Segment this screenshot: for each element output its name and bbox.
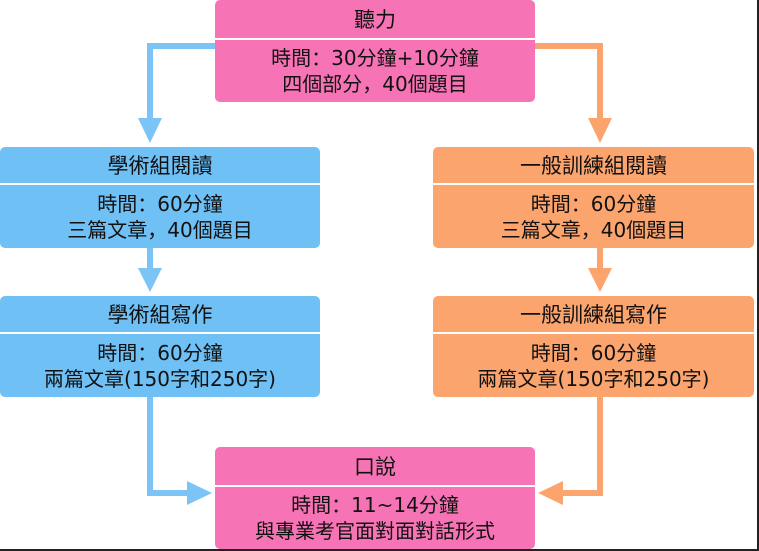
academic-writing-time: 時間：60分鐘 — [97, 340, 223, 365]
arrowhead-speaking-right — [538, 481, 563, 505]
speaking-details: 時間：11~14分鐘 與專業考官面對面對話形式 — [215, 487, 535, 549]
academic-reading-time: 時間：60分鐘 — [97, 191, 223, 216]
listening-divider — [215, 38, 535, 40]
general-reading-divider — [433, 183, 754, 185]
academic-writing-title: 學術組寫作 — [107, 303, 213, 327]
academic-writing-divider — [0, 332, 320, 334]
general-writing-structure: 兩篇文章(150字和250字) — [477, 366, 710, 391]
arrowhead-general-writing — [588, 268, 612, 292]
speaking-format: 與專業考官面對面對話形式 — [255, 519, 495, 543]
general-reading-title: 一般訓練組閱讀 — [520, 154, 667, 178]
listening-time: 時間：30分鐘+10分鐘 — [271, 46, 479, 70]
speaking-title: 口說 — [354, 455, 396, 479]
general-writing-divider — [433, 332, 754, 334]
listening-title: 聽力 — [354, 8, 396, 32]
general-reading-box: 一般訓練組閱讀 時間：60分鐘 三篇文章，40個題目 — [433, 147, 754, 248]
arrowhead-academic-reading — [138, 118, 162, 143]
academic-writing-details: 時間：60分鐘 兩篇文章(150字和250字) — [0, 334, 320, 397]
arrow-listening-to-academic-reading — [147, 43, 215, 121]
academic-reading-title: 學術組閱讀 — [107, 154, 213, 178]
arrow-listening-to-general-reading — [535, 43, 603, 121]
arrow-academic-writing-to-speaking — [147, 397, 190, 496]
arrowhead-speaking-left — [187, 481, 212, 505]
general-reading-time: 時間：60分鐘 — [530, 191, 657, 216]
academic-reading-structure: 三篇文章，40個題目 — [67, 217, 253, 242]
general-reading-structure: 三篇文章，40個題目 — [500, 217, 687, 242]
arrowhead-academic-writing — [138, 268, 162, 292]
general-writing-details: 時間：60分鐘 兩篇文章(150字和250字) — [433, 334, 754, 397]
arrowhead-general-reading — [588, 118, 612, 143]
speaking-box: 口說 時間：11~14分鐘 與專業考官面對面對話形式 — [215, 447, 535, 549]
listening-structure: 四個部分，40個題目 — [282, 72, 468, 96]
arrow-general-writing-to-speaking — [560, 397, 603, 496]
speaking-divider — [215, 485, 535, 487]
listening-box: 聽力 時間：30分鐘+10分鐘 四個部分，40個題目 — [215, 0, 535, 102]
general-reading-details: 時間：60分鐘 三篇文章，40個題目 — [433, 185, 754, 248]
general-writing-box: 一般訓練組寫作 時間：60分鐘 兩篇文章(150字和250字) — [433, 296, 754, 397]
speaking-time: 時間：11~14分鐘 — [291, 493, 459, 517]
listening-details: 時間：30分鐘+10分鐘 四個部分，40個題目 — [215, 40, 535, 102]
academic-reading-divider — [0, 183, 320, 185]
general-writing-title: 一般訓練組寫作 — [520, 303, 667, 327]
academic-reading-box: 學術組閱讀 時間：60分鐘 三篇文章，40個題目 — [0, 147, 320, 248]
academic-reading-details: 時間：60分鐘 三篇文章，40個題目 — [0, 185, 320, 248]
academic-writing-structure: 兩篇文章(150字和250字) — [44, 366, 276, 391]
academic-writing-box: 學術組寫作 時間：60分鐘 兩篇文章(150字和250字) — [0, 296, 320, 397]
general-writing-time: 時間：60分鐘 — [530, 340, 657, 365]
